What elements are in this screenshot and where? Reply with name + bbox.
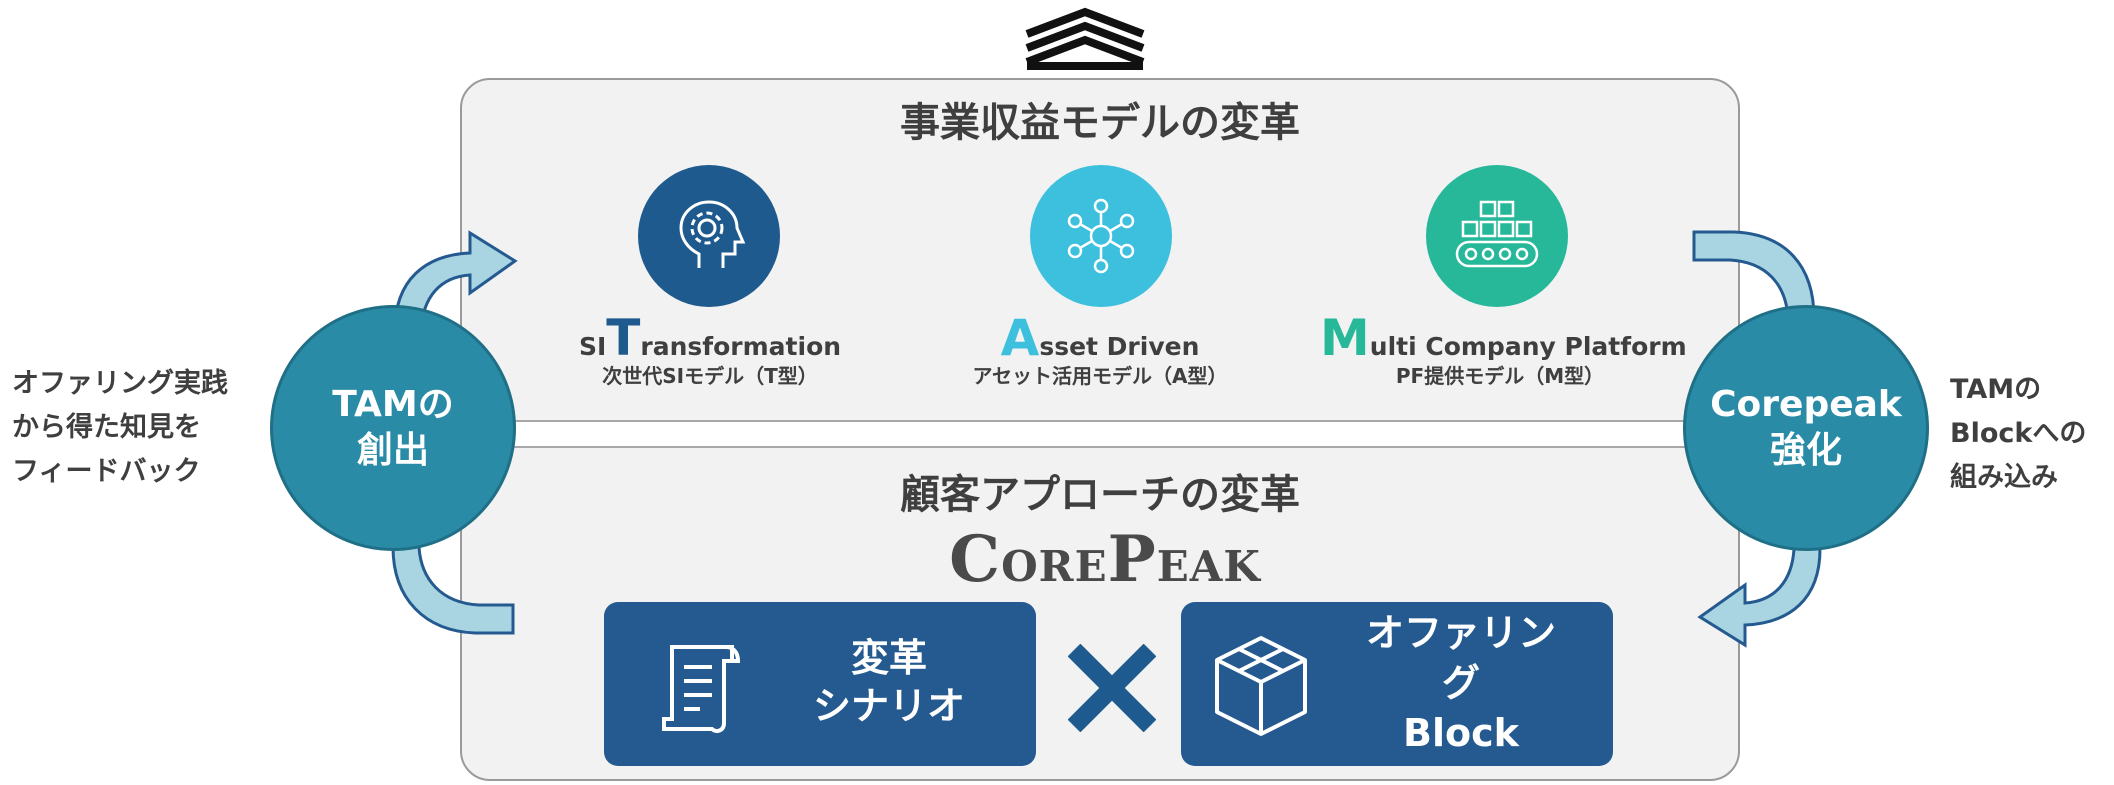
multiply-cross-icon [1068, 644, 1156, 732]
up-chevrons-icon [1025, 7, 1145, 70]
corepeak-logo: COREPEAK [949, 522, 1261, 597]
gear-head-icon [679, 200, 746, 268]
network-people-icon [1067, 198, 1135, 274]
multi-company-icon [1426, 165, 1568, 307]
tam-creation-circle: TAMの 創出 [270, 305, 516, 551]
offering-block: オファリン グ Block [1181, 602, 1613, 766]
panel-divider [460, 420, 1740, 448]
cube-icon [1215, 636, 1307, 736]
model-title-m: Multi Company Platform [1320, 309, 1687, 367]
left-up-arrow [393, 230, 518, 332]
asset-driven-icon [1030, 165, 1172, 307]
model-title-a: Asset Driven [1000, 309, 1200, 367]
left-down-arrow [391, 545, 515, 635]
model-title-t: SITransformation [578, 309, 842, 367]
si-transformation-icon [638, 165, 780, 307]
right-return-arrow [1697, 547, 1822, 648]
conveyor-belt-icon [1455, 200, 1539, 268]
model-sub-m: PF提供モデル（M型） [1395, 364, 1605, 388]
model-sub-t: 次世代SIモデル（T型） [602, 364, 818, 388]
scroll-document-icon [662, 645, 741, 733]
left-note: オファリング実践 から得た知見を フィードバック [12, 368, 228, 487]
top-heading: 事業収益モデルの変革 [900, 100, 1300, 146]
scenario-block: 変革 シナリオ [604, 602, 1036, 766]
bottom-heading: 顧客アプローチの変革 [900, 472, 1300, 518]
corepeak-strengthen-circle: Corepeak 強化 [1683, 305, 1929, 551]
model-sub-a: アセット活用モデル（A型） [972, 364, 1228, 388]
offering-label: オファリン グ Block [1365, 611, 1556, 755]
right-note: TAMの Blockへの 組み込み [1950, 374, 2087, 493]
scenario-label: 変革 シナリオ [812, 636, 965, 728]
